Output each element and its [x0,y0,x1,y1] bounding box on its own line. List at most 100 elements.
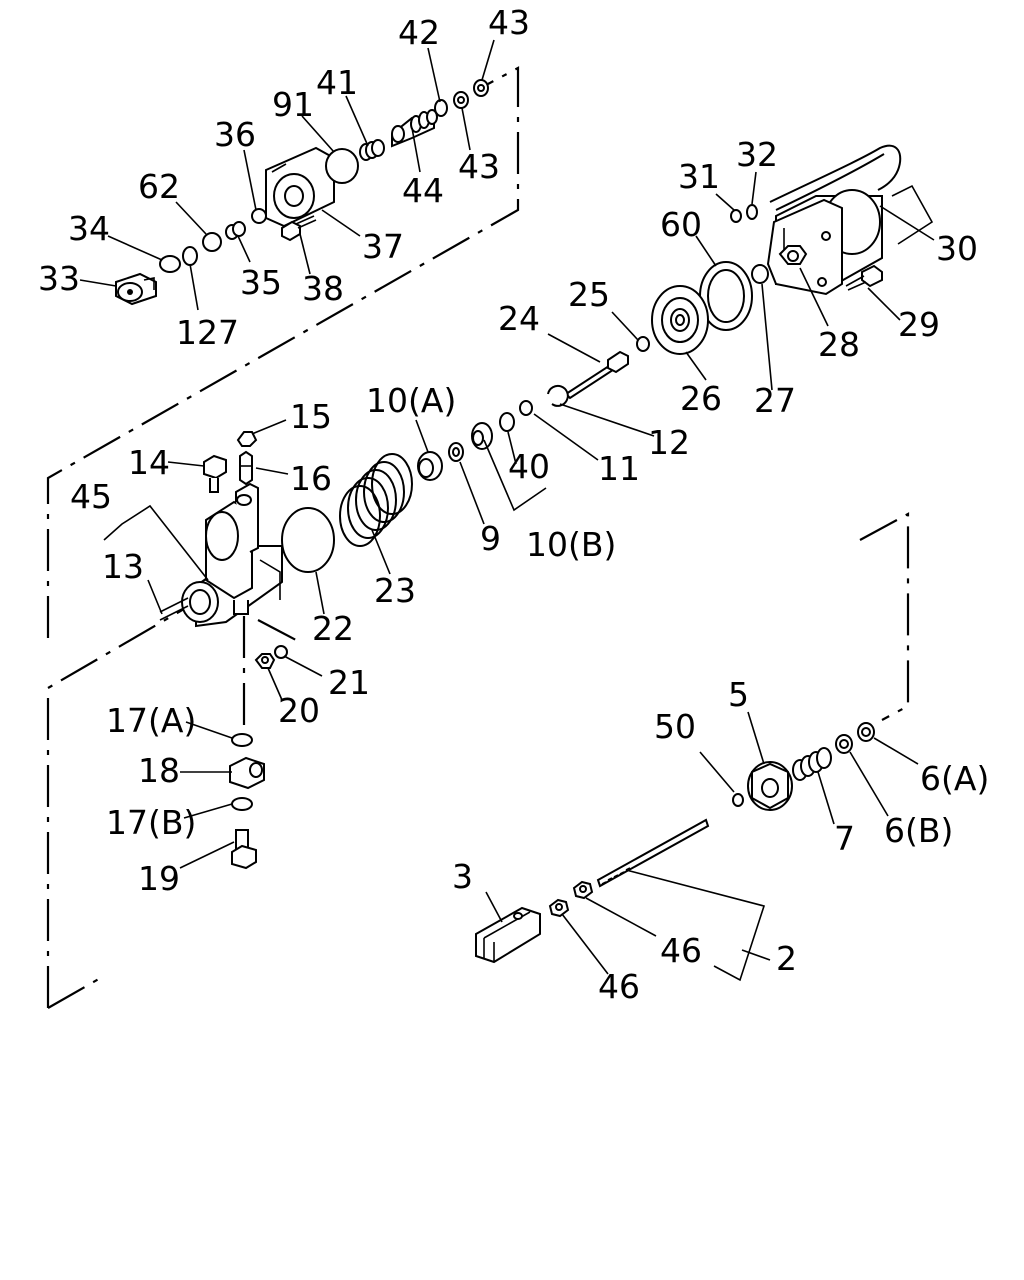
plug-33 [115,272,157,306]
label-26: 26 [680,379,722,418]
washer-27 [751,264,769,284]
spring-7 [792,747,832,781]
clevis-3 [475,906,541,964]
spring-23 [339,453,413,547]
label-19: 19 [138,859,180,898]
ring-31 [730,209,742,223]
label-24: 24 [498,299,540,338]
label-38: 38 [302,269,344,308]
label-32: 32 [736,135,778,174]
washer-34 [159,255,181,273]
banjo-18 [229,756,265,790]
piston-10b [471,422,493,450]
ring-127 [182,246,198,266]
ring-62 [202,232,222,252]
washer-43b [473,79,489,97]
label-40: 40 [508,447,550,486]
label-10a: 10(A) [366,381,456,420]
label-2: 2 [776,939,797,978]
label-33: 33 [38,259,80,298]
label-60: 60 [660,205,702,244]
label-5: 5 [728,675,749,714]
body-37 [265,146,335,228]
label-31: 31 [678,157,720,196]
label-22: 22 [312,609,354,648]
ring-32 [746,204,758,220]
label-17a: 17(A) [106,701,196,740]
label-18: 18 [138,751,180,790]
spring-41 [359,139,385,161]
boot-5 [747,761,793,811]
label-11: 11 [598,449,640,488]
label-127: 127 [176,313,239,352]
washer-21 [274,645,288,659]
label-25: 25 [568,275,610,314]
label-14: 14 [128,443,170,482]
label-34: 34 [68,209,110,248]
label-91: 91 [272,85,314,124]
o-ring-91 [325,148,359,184]
washer-17a [231,733,253,747]
label-43a: 43 [488,3,530,42]
label-12: 12 [648,423,690,462]
label-7: 7 [834,819,855,858]
parts [115,79,902,964]
diaphragm-26 [651,285,709,355]
label-6a: 6(A) [920,759,989,798]
rod-24 [564,350,629,400]
label-46b: 46 [598,967,640,1006]
label-30: 30 [936,229,978,268]
bolt-29 [845,264,883,291]
o-ring-40 [499,412,515,432]
ring-50 [732,793,744,807]
spring-35 [225,221,246,240]
nut-46a [572,880,594,900]
nut-46b [548,898,570,918]
label-13: 13 [102,547,144,586]
snap-ring-12 [547,384,569,407]
label-46a: 46 [660,931,702,970]
bleeder-16 [239,450,253,486]
nut-9 [448,442,464,462]
label-20: 20 [278,691,320,730]
label-50: 50 [654,707,696,746]
label-10b: 10(B) [526,525,616,564]
label-9: 9 [480,519,501,558]
gasket-22 [281,507,335,573]
label-35: 35 [240,263,282,302]
fitting-14 [203,454,227,493]
pushrod-2 [596,818,710,888]
label-15: 15 [290,397,332,436]
washer-17b [231,797,253,811]
label-3: 3 [452,857,473,896]
label-6b: 6(B) [884,811,953,850]
label-36: 36 [214,115,256,154]
cap-15 [236,431,258,447]
leader-lines [79,39,935,982]
ring-25 [636,336,650,352]
label-44: 44 [402,171,444,210]
washer-11 [519,400,533,416]
bolt-19 [231,829,257,870]
label-41: 41 [316,63,358,102]
nut-20 [254,653,276,669]
cylinder-45 [159,482,283,628]
washer-6a [857,722,875,742]
actuator-30 [766,144,902,296]
bushing-10a [417,451,443,481]
label-28: 28 [818,325,860,364]
washer-43a [453,91,469,109]
label-23: 23 [374,571,416,610]
label-27: 27 [754,381,796,420]
part-36 [251,208,267,224]
ring-42 [434,99,448,117]
label-45: 45 [70,477,112,516]
washer-6b [835,734,853,754]
callout-labels: 42 43 41 91 43 36 44 62 37 34 35 33 38 1… [38,3,989,1006]
frame-lines [46,66,910,1009]
label-37: 37 [362,227,404,266]
label-16: 16 [290,459,332,498]
label-62: 62 [138,167,180,206]
label-43b: 43 [458,147,500,186]
